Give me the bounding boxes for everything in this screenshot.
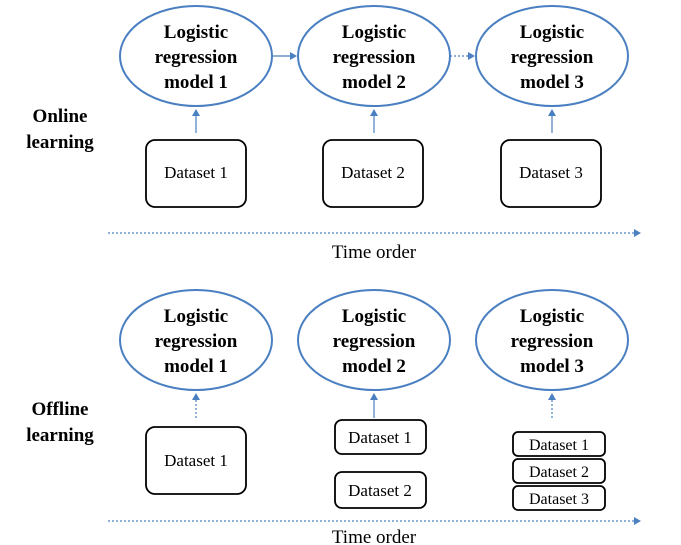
online-model-1-line3: model 1 [164,72,228,93]
offline-col1-dataset-1: Dataset 1 [145,426,247,495]
online-section: Online learning Logistic regression mode… [26,5,641,263]
online-side-label-line1: Online [33,106,88,127]
online-dataset-2-label: Dataset 2 [341,163,405,182]
offline-model-1-line3: model 1 [164,356,228,377]
offline-model-2-line2: regression [333,331,416,352]
online-time-label: Time order [332,242,417,263]
online-dataset-2: Dataset 2 [322,139,424,208]
offline-col3-dataset-3: Dataset 3 [512,485,606,511]
offline-section: Offline learning Logistic regression mod… [26,289,641,545]
offline-col3-dataset-2: Dataset 2 [512,458,606,484]
online-model-3-line2: regression [511,47,594,68]
online-dataset-3-label: Dataset 3 [519,163,583,182]
online-side-label-line2: learning [26,132,94,153]
offline-col3-dataset-2-label: Dataset 2 [529,464,589,481]
offline-model-1-line2: regression [155,331,238,352]
offline-col1-dataset-1-label: Dataset 1 [164,451,228,470]
offline-col2-dataset-1: Dataset 1 [334,419,427,455]
online-model-2-line1: Logistic [342,22,406,43]
online-model-3: Logistic regression model 3 [475,5,629,107]
offline-col3-dataset-1: Dataset 1 [512,431,606,457]
offline-col2-dataset-2: Dataset 2 [334,471,427,509]
offline-model-3-line3: model 3 [520,356,584,377]
online-model-3-line3: model 3 [520,72,584,93]
online-model-2: Logistic regression model 2 [297,5,451,107]
online-dataset-3: Dataset 3 [500,139,602,208]
online-dataset-1-label: Dataset 1 [164,163,228,182]
online-model-2-line3: model 2 [342,72,406,93]
offline-col3-dataset-3-label: Dataset 3 [529,491,589,508]
online-model-1-line2: regression [155,47,238,68]
offline-side-label-line2: learning [26,425,94,446]
offline-model-2-line1: Logistic [342,306,406,327]
offline-model-2: Logistic regression model 2 [297,289,451,391]
offline-model-3: Logistic regression model 3 [475,289,629,391]
offline-col2-dataset-1-label: Dataset 1 [348,428,412,447]
offline-col2-dataset-2-label: Dataset 2 [348,481,412,500]
offline-time-label: Time order [332,527,417,545]
offline-model-2-line3: model 2 [342,356,406,377]
online-model-1-line1: Logistic [164,22,228,43]
online-model-2-line2: regression [333,47,416,68]
online-dataset-1: Dataset 1 [145,139,247,208]
offline-model-3-line1: Logistic [520,306,584,327]
offline-model-1-line1: Logistic [164,306,228,327]
offline-model-1: Logistic regression model 1 [119,289,273,391]
offline-col3-dataset-1-label: Dataset 1 [529,437,589,454]
offline-side-label-line1: Offline [32,399,89,420]
offline-model-3-line2: regression [511,331,594,352]
online-model-3-line1: Logistic [520,22,584,43]
online-model-1: Logistic regression model 1 [119,5,273,107]
